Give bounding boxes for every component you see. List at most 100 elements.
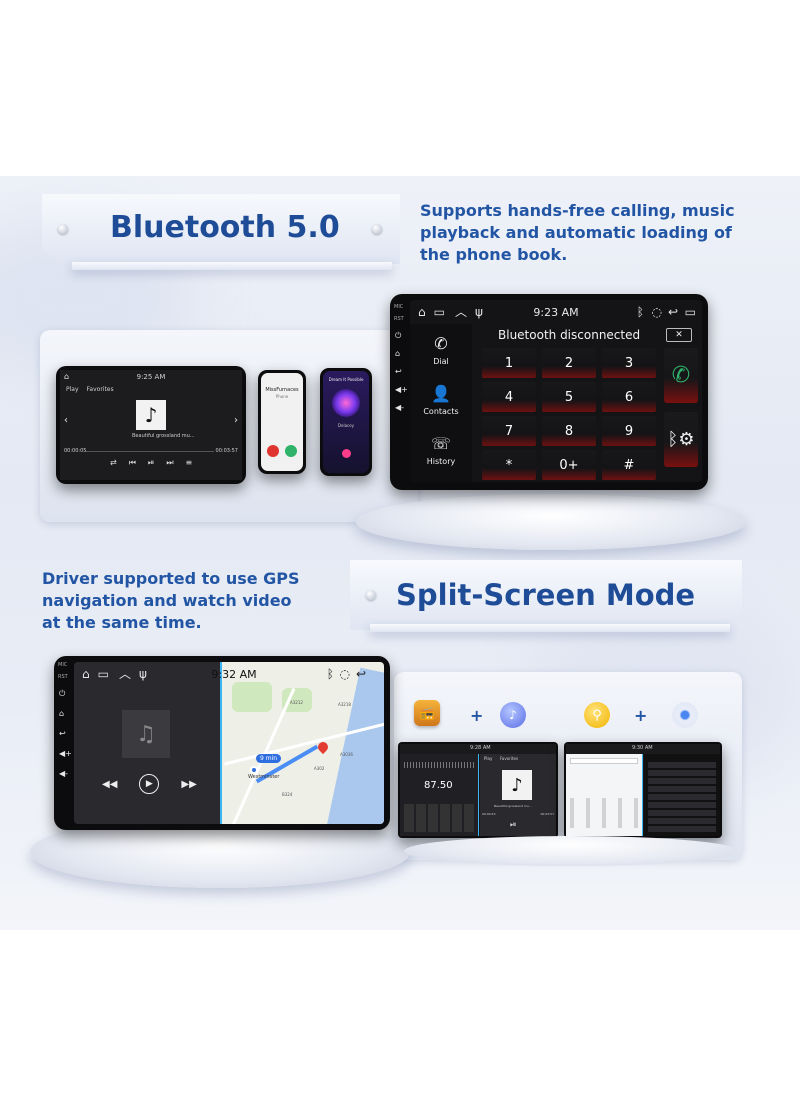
volume-down-icon[interactable]: ◀- xyxy=(395,403,405,412)
power-icon[interactable]: ⏻ xyxy=(395,331,402,340)
recent-apps-icon[interactable]: ▭ xyxy=(97,667,109,681)
power-icon[interactable]: ⏻ xyxy=(59,689,66,698)
split-map-pane: 9 min Westminster A3212 A3218 A3036 B324… xyxy=(222,662,384,824)
volume-down-icon[interactable]: ◀- xyxy=(59,769,69,778)
usb-icon: ψ xyxy=(474,305,483,319)
key-0-plus[interactable]: 0+ xyxy=(542,450,596,480)
browser-settings-split-device: 9:30 AM xyxy=(564,742,722,838)
bluetooth-status-icon: ᛒ xyxy=(326,667,334,681)
equalizer-icon[interactable]: ≡ xyxy=(185,458,193,467)
home-side-icon[interactable]: ⌂ xyxy=(59,709,65,718)
phone-call-screen: MissFurnaces Phone xyxy=(261,373,303,471)
frequency-scale xyxy=(404,762,474,768)
bluetooth-gear-icon: ᛒ⚙ xyxy=(667,429,695,450)
preset-buttons[interactable] xyxy=(404,804,474,832)
status-bar: ⌂ 9:25 AM xyxy=(60,370,242,384)
recent-apps-icon[interactable]: ▭ xyxy=(433,305,445,319)
key-1[interactable]: 1 xyxy=(482,348,536,378)
bluetooth-status-icon: ᛒ xyxy=(636,305,644,319)
split-description-line: at the same time. xyxy=(42,613,202,632)
tab-play[interactable]: Play xyxy=(484,756,493,761)
plus-icon: + xyxy=(634,706,648,725)
track-duration: 00:03:57 xyxy=(540,812,554,816)
backspace-button[interactable]: ✕ xyxy=(666,328,692,342)
key-2[interactable]: 2 xyxy=(542,348,596,378)
dialer-head-unit: MIC RST ⏻ ⌂ ↩ ◀+ ◀- ⌂ ▭ ︿ ψ 9:23 AM ᛒ ◌ … xyxy=(390,294,708,490)
rewind-icon[interactable]: ◀◀ xyxy=(102,778,118,790)
forward-icon[interactable]: ⏭ xyxy=(166,458,174,467)
radio-music-screen: 9:28 AM 87.50 Play Favorites ♪ Beautiful… xyxy=(400,744,556,836)
split-screen-banner: Split-Screen Mode xyxy=(350,560,742,630)
elapsed-time: 00:00:05 xyxy=(64,448,87,454)
home-icon[interactable]: ⌂ xyxy=(82,667,90,681)
track-name: Beautiful grossland mu... xyxy=(494,804,532,808)
play-button-icon[interactable] xyxy=(342,449,351,458)
home-side-icon[interactable]: ⌂ xyxy=(395,349,401,358)
radio-app-icon[interactable]: 📻 xyxy=(414,700,440,726)
address-bar[interactable] xyxy=(570,758,638,764)
key-5[interactable]: 5 xyxy=(542,382,596,412)
status-time: 9:30 AM xyxy=(632,745,653,751)
shortcut-grid[interactable] xyxy=(570,798,638,828)
home-icon[interactable]: ⌂ xyxy=(64,372,70,381)
music-screen: ⌂ 9:25 AM Play Favorites ♪ Beautiful gro… xyxy=(60,370,242,480)
dialer-screen: ⌂ ▭ ︿ ψ 9:23 AM ᛒ ◌ ↩ ▭ ✆ Dial 👤 Contact… xyxy=(410,300,702,482)
next-arrow-icon[interactable]: › xyxy=(234,415,238,426)
wifi-status-icon: ◌ xyxy=(339,667,350,681)
map-river xyxy=(324,667,384,824)
split-screen-title: Split-Screen Mode xyxy=(396,578,696,612)
tab-play[interactable]: Play xyxy=(66,386,79,393)
play-pause-icon[interactable]: ⏯ xyxy=(510,820,517,829)
song-artist: Delacey xyxy=(337,423,355,428)
up-chevron-icon[interactable]: ︿ xyxy=(118,667,131,681)
shuffle-icon[interactable]: ⇄ xyxy=(110,458,117,467)
key-7[interactable]: 7 xyxy=(482,416,536,446)
split-divider[interactable] xyxy=(220,662,222,824)
back-side-icon[interactable]: ↩ xyxy=(395,367,402,376)
nav-dial[interactable]: ✆ Dial xyxy=(410,334,472,366)
banner-rivet-icon xyxy=(58,224,68,234)
key-4[interactable]: 4 xyxy=(482,382,536,412)
phone-icon: ✆ xyxy=(434,334,448,353)
nav-history[interactable]: ☏ History xyxy=(410,434,472,466)
phone-music-device: Dream It Possible Delacey xyxy=(320,368,372,476)
nav-contacts[interactable]: 👤 Contacts xyxy=(410,384,472,416)
folder-icon[interactable]: ▭ xyxy=(684,305,696,319)
back-icon[interactable]: ↩ xyxy=(667,305,678,319)
home-icon[interactable]: ⌂ xyxy=(418,305,426,319)
music-app-icon[interactable]: ♪ xyxy=(500,702,526,728)
back-icon[interactable]: ↩ xyxy=(355,667,366,681)
volume-up-icon[interactable]: ◀+ xyxy=(395,385,408,394)
key-9[interactable]: 9 xyxy=(602,416,656,446)
previous-arrow-icon[interactable]: ‹ xyxy=(64,415,68,426)
volume-up-icon[interactable]: ◀+ xyxy=(59,749,72,758)
status-bar: ⌂ ▭ ︿ ψ 9:23 AM ᛒ ◌ ↩ ▭ xyxy=(410,300,702,324)
decline-call-icon[interactable] xyxy=(267,445,279,457)
phone-call-device: MissFurnaces Phone xyxy=(258,370,306,474)
tab-favorites[interactable]: Favorites xyxy=(500,756,519,761)
key-6[interactable]: 6 xyxy=(602,382,656,412)
up-chevron-icon[interactable]: ︿ xyxy=(454,305,467,319)
key-star[interactable]: * xyxy=(482,450,536,480)
key-8[interactable]: 8 xyxy=(542,416,596,446)
back-side-icon[interactable]: ↩ xyxy=(59,729,66,738)
road-label: A3036 xyxy=(340,752,353,757)
call-button[interactable]: ✆ xyxy=(664,348,698,403)
search-app-icon[interactable]: ⚲ xyxy=(584,702,610,728)
settings-app-icon[interactable] xyxy=(672,702,698,728)
bluetooth-settings-button[interactable]: ᛒ⚙ xyxy=(664,412,698,467)
key-hash[interactable]: # xyxy=(602,450,656,480)
accept-call-icon[interactable] xyxy=(285,445,297,457)
history-icon: ☏ xyxy=(430,434,451,453)
key-3[interactable]: 3 xyxy=(602,348,656,378)
forward-icon[interactable]: ▶▶ xyxy=(181,778,197,790)
play-icon[interactable]: ▶ xyxy=(139,774,160,794)
rewind-icon[interactable]: ⏮ xyxy=(128,458,136,467)
play-pause-icon[interactable]: ⏯ xyxy=(147,458,155,467)
settings-list[interactable] xyxy=(648,762,716,832)
album-disc-icon xyxy=(332,389,360,417)
mini-music-pane: Play Favorites ♪ Beautiful grossland mu.… xyxy=(480,754,556,836)
dialer-nav: ✆ Dial 👤 Contacts ☏ History xyxy=(410,324,472,482)
progress-bar[interactable] xyxy=(86,451,214,452)
tab-favorites[interactable]: Favorites xyxy=(86,386,114,393)
